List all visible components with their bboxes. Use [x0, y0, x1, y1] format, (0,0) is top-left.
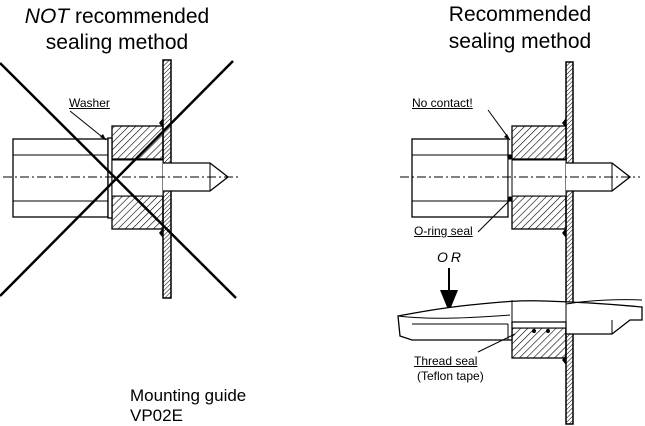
oring-leader — [477, 199, 511, 233]
cross-line-2 — [0, 60, 234, 297]
right-assembly-oring — [400, 61, 640, 425]
washer-leader — [69, 110, 107, 141]
oring-seal-label: O-ring seal — [414, 224, 473, 238]
thread-seal-leader — [477, 333, 516, 353]
left-title-emphasis: NOT — [24, 5, 70, 28]
right-sensor-hex — [411, 138, 509, 218]
left-title-rest: recommended — [74, 5, 210, 28]
no-contact-label: No contact! — [412, 96, 473, 110]
thread-body-cut — [397, 300, 643, 341]
washer-label: Washer — [69, 96, 110, 110]
right-assembly-thread — [397, 299, 643, 365]
left-washer — [107, 137, 113, 219]
right-wall — [565, 61, 574, 425]
right-title-line2: sealing method — [448, 30, 592, 53]
or-arrow — [440, 268, 458, 312]
or-label: OR — [437, 249, 464, 265]
left-title-line1: NOT recommended — [2, 6, 232, 27]
left-fitting-upper — [111, 125, 164, 160]
right-fitting-lower — [511, 195, 567, 230]
thread-seal-note: (Teflon tape) — [417, 369, 484, 383]
right-fitting-upper — [511, 125, 567, 160]
thread-seal-label: Thread seal — [414, 354, 478, 368]
right-title-line1: Recommended — [448, 3, 592, 26]
left-assembly — [0, 59, 240, 299]
left-sensor-hex — [12, 138, 109, 218]
left-title-line2: sealing method — [45, 31, 189, 54]
footer-mounting-guide: Mounting guide — [130, 386, 247, 405]
oring-bottom — [507, 196, 513, 202]
footer-code: VP02E — [130, 406, 183, 425]
oring-top — [507, 154, 513, 160]
thread-fitting-lower — [511, 327, 567, 359]
cross-line-1 — [0, 62, 237, 299]
